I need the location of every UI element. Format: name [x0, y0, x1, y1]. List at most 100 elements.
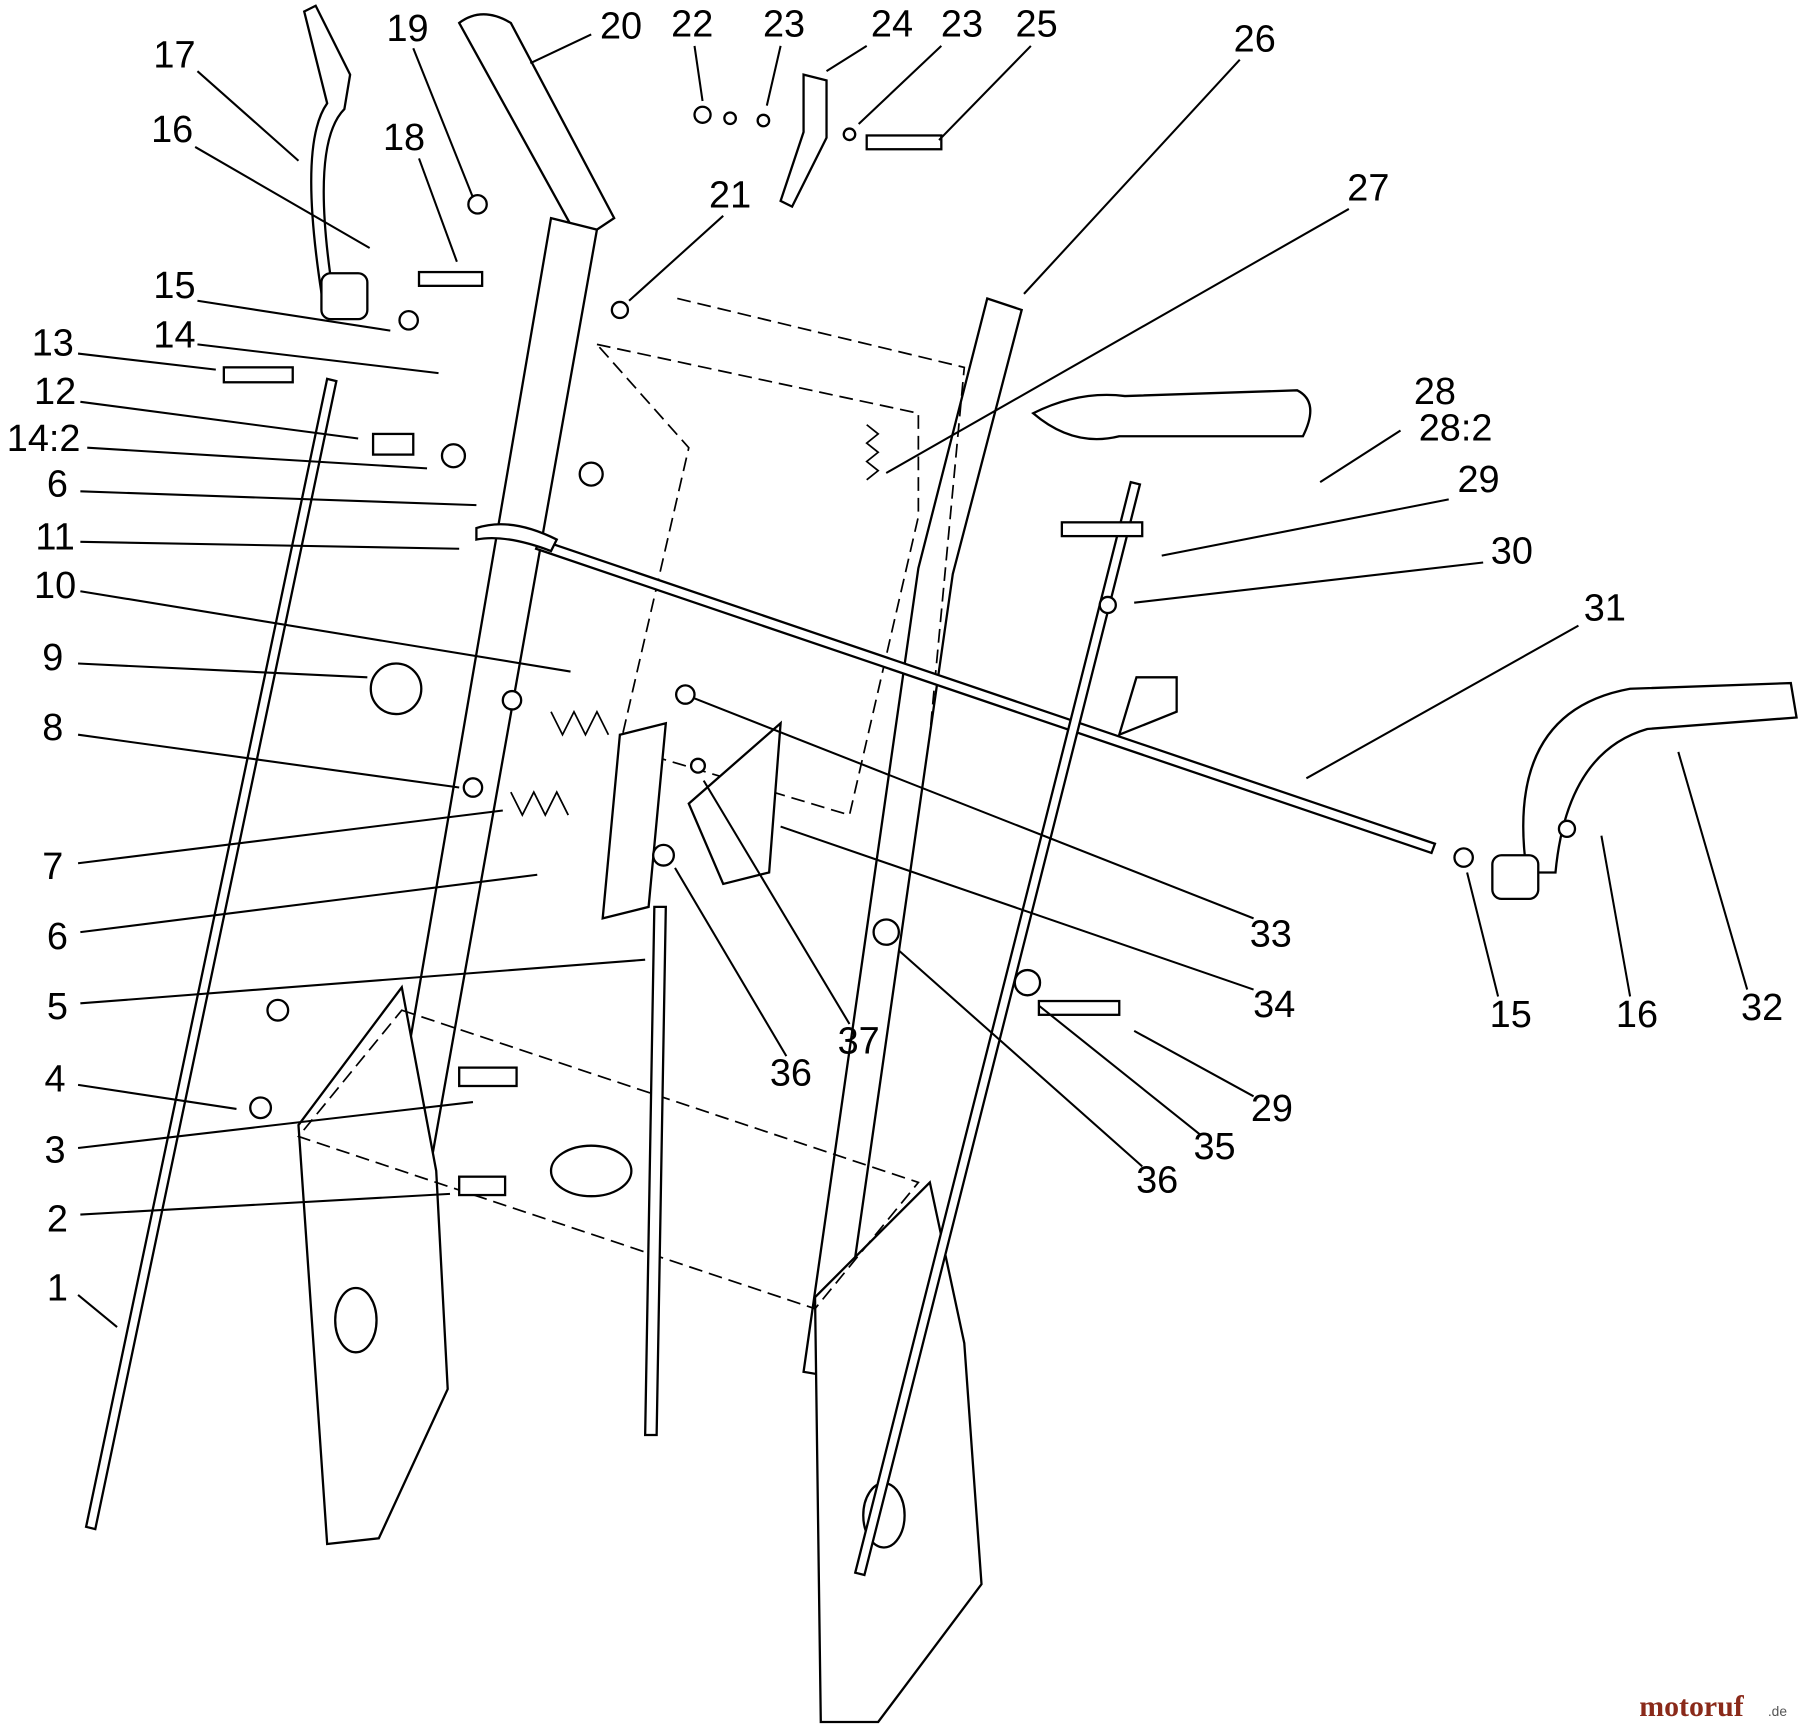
leader-line — [765, 45, 782, 106]
bolt-pin — [1037, 999, 1121, 1016]
leader-line — [898, 949, 1143, 1168]
callout: 14:2 — [7, 418, 81, 460]
leader-line — [674, 867, 788, 1057]
leader-line — [418, 158, 458, 263]
leader-line — [78, 662, 368, 679]
leader-line — [77, 733, 460, 789]
leader-line — [1466, 872, 1500, 997]
leader-lines — [77, 33, 1749, 1328]
leader-line — [80, 873, 538, 934]
washer-nut — [1557, 819, 1577, 839]
leader-line — [825, 45, 868, 73]
callout: 29 — [1458, 459, 1500, 501]
callout: 24 — [871, 3, 913, 45]
rod-1 — [84, 377, 338, 1531]
leader-line — [692, 697, 1254, 920]
leader-line — [196, 70, 300, 162]
right-grip — [1031, 389, 1312, 441]
bolt-pin — [865, 134, 943, 151]
callout: 7 — [42, 846, 63, 888]
callout: 17 — [153, 34, 195, 76]
bolt-pin — [1060, 521, 1144, 538]
springs — [510, 424, 880, 817]
washer-nut — [467, 194, 488, 215]
leader-line — [628, 215, 724, 302]
leader-line — [1319, 429, 1402, 484]
leader-line — [77, 1083, 237, 1110]
washer-nut — [462, 777, 484, 798]
washer-nut — [1453, 847, 1474, 868]
lever-hub — [1491, 854, 1540, 901]
left-lever-17 — [302, 4, 352, 294]
leader-line — [857, 45, 943, 125]
leader-line — [87, 446, 428, 470]
leader-line — [693, 45, 704, 102]
watermark: motoruf .de — [1639, 1690, 1787, 1723]
washer-nut — [723, 111, 737, 126]
washer-nut — [266, 998, 290, 1022]
washer-nut — [398, 309, 420, 331]
callout: 15 — [153, 265, 195, 307]
callout: 28:2 — [1419, 407, 1493, 449]
callout: 27 — [1347, 168, 1389, 210]
callout: 5 — [47, 986, 68, 1028]
callout: 15 — [1490, 994, 1532, 1036]
callout: 37 — [838, 1021, 880, 1063]
washer-nut — [1098, 595, 1117, 615]
leader-line — [80, 490, 477, 507]
callout: 29 — [1251, 1088, 1293, 1130]
right-side-plate — [813, 1180, 983, 1724]
washer-nut — [440, 443, 467, 469]
callout: 4 — [45, 1058, 66, 1100]
left-handle-tube — [457, 13, 616, 243]
leader-line — [77, 1294, 118, 1328]
leader-line — [194, 146, 371, 249]
washer-nut — [249, 1096, 273, 1120]
rod-5 — [643, 905, 667, 1437]
washer-nut — [872, 918, 901, 946]
callout: 14 — [153, 315, 195, 357]
leader-line — [80, 540, 460, 550]
control-panel — [594, 297, 966, 817]
lower-cross-plate — [297, 1009, 920, 1310]
washer-nut — [501, 689, 523, 711]
plate-hole — [334, 1286, 378, 1354]
washer-nut — [675, 684, 696, 705]
leader-line — [80, 1192, 451, 1216]
leader-line — [77, 809, 503, 865]
callout: 9 — [42, 637, 63, 679]
callout: 20 — [600, 6, 642, 48]
leader-line — [780, 825, 1254, 991]
washer-nut — [1013, 968, 1042, 997]
bolt-pin — [222, 366, 294, 384]
callout: 6 — [47, 916, 68, 958]
washer-nut — [689, 757, 706, 774]
leader-line — [885, 208, 1350, 474]
rod-31 — [534, 538, 1437, 855]
callout: 11 — [35, 517, 74, 559]
callout: 2 — [47, 1198, 68, 1240]
washer-nut — [842, 127, 857, 142]
washer-nut — [610, 300, 630, 320]
leader-line — [529, 33, 592, 65]
leader-line — [1677, 751, 1749, 990]
leader-line — [1600, 835, 1632, 997]
callout: 19 — [386, 8, 428, 50]
right-lever-32 — [1522, 681, 1798, 874]
watermark-brand: motoruf — [1639, 1690, 1744, 1723]
hardware — [222, 105, 1577, 1197]
callout: 32 — [1741, 987, 1783, 1029]
callout: 26 — [1234, 18, 1276, 60]
rod-right — [853, 480, 1142, 1577]
leader-line — [1161, 498, 1449, 557]
bolt-pin — [371, 432, 415, 456]
cross-plate-hole — [549, 1144, 633, 1198]
callout: 12 — [34, 371, 76, 413]
bolt-pin — [417, 270, 484, 287]
callout: 13 — [32, 323, 74, 365]
callout: 3 — [45, 1130, 66, 1172]
leader-line — [702, 780, 851, 1025]
watermark-suffix: .de — [1768, 1704, 1787, 1719]
callout: 34 — [1253, 984, 1295, 1026]
callout: 1 — [47, 1267, 68, 1309]
